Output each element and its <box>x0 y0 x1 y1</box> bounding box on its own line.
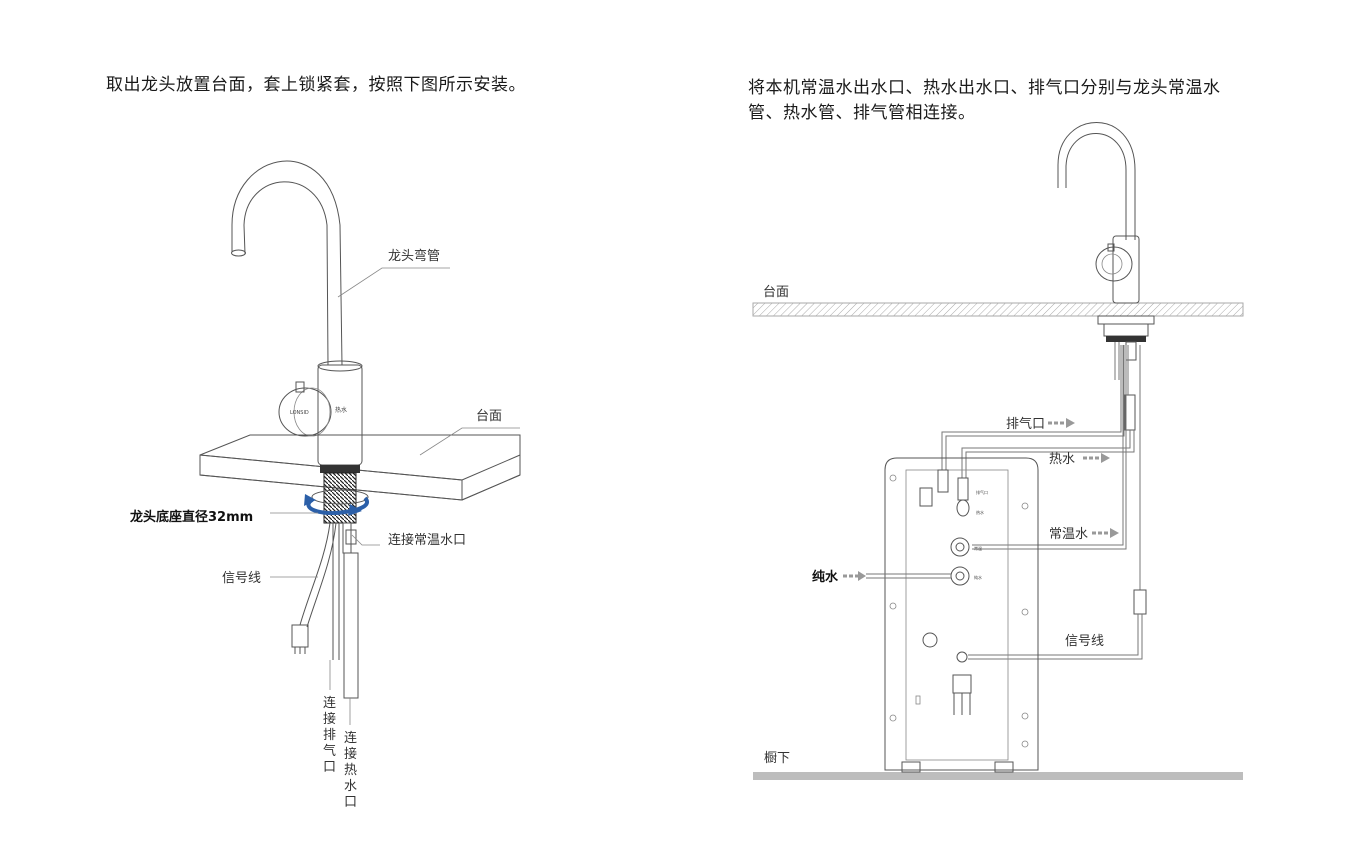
label-base-diameter: 龙头底座直径32mm <box>130 509 253 525</box>
arrow-normal-icon <box>1092 528 1119 538</box>
label-hot-water-port-vertical: 连 接 热 水 口 <box>344 730 357 810</box>
hot-char-2: 热 <box>344 763 357 778</box>
hot-char-4: 口 <box>344 795 357 810</box>
label-vent-port-vertical: 连 接 排 气 口 <box>323 695 336 775</box>
label-normal-water-port: 连接常温水口 <box>388 532 466 548</box>
vent-char-2: 排 <box>323 728 336 743</box>
unit-tag-vent: 排气口 <box>976 489 988 495</box>
label-normal-water: 常温水 <box>1049 527 1088 542</box>
arrow-hot-icon <box>1083 453 1110 463</box>
vent-char-1: 接 <box>323 711 336 727</box>
label-hot-water: 热水 <box>1049 452 1075 467</box>
hot-char-1: 接 <box>344 746 357 762</box>
label-pure-water: 纯水 <box>812 569 839 585</box>
label-signal-line-left: 信号线 <box>222 571 261 586</box>
right-installation-drawing: 排气口 热水 常温 纯水 <box>752 122 1244 780</box>
arrow-vent-icon <box>1048 418 1075 428</box>
label-signal-line-right: 信号线 <box>1065 634 1104 649</box>
vent-char-0: 连 <box>323 695 336 711</box>
rotation-arrow-icon <box>306 496 369 515</box>
label-right-countertop: 台面 <box>763 285 789 300</box>
label-left-countertop: 台面 <box>476 409 502 424</box>
left-instruction: 取出龙头放置台面，套上锁紧套，按照下图所示安装。 <box>106 75 526 95</box>
arrow-pure-icon <box>843 571 866 581</box>
unit-tag-pure: 纯水 <box>974 574 982 580</box>
hot-char-3: 水 <box>344 779 357 794</box>
left-faucet-drawing: LONSID 热水 <box>199 160 521 725</box>
unit-tag-hot: 热水 <box>976 509 984 515</box>
purifier-unit <box>884 457 1039 771</box>
knob-hot-text: 热水 <box>335 406 347 414</box>
label-under-cabinet: 橱下 <box>764 751 790 766</box>
vent-char-4: 口 <box>323 760 336 775</box>
label-vent: 排气口 <box>1006 416 1045 432</box>
right-instruction: 将本机常温水出水口、热水出水口、排气口分别与龙头常温水管、热水管、排气管相连接。 <box>748 78 1221 123</box>
vent-char-3: 气 <box>323 743 336 759</box>
unit-tag-normal: 常温 <box>974 545 982 551</box>
right-countertop <box>752 302 1244 317</box>
hot-char-0: 连 <box>344 730 357 746</box>
knob-brand-text: LONSID <box>290 410 309 416</box>
cabinet-floor <box>753 772 1243 780</box>
label-gooseneck: 龙头弯管 <box>388 248 440 264</box>
